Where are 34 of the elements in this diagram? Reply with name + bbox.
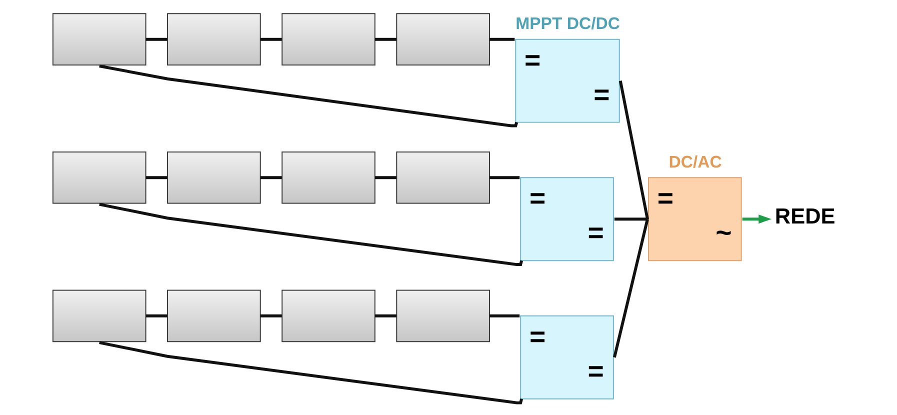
connector (146, 38, 168, 41)
connector (146, 314, 168, 318)
connector (618, 80, 649, 220)
node-box (52, 151, 146, 204)
connector (614, 218, 648, 221)
node-label: MPPT DC/DC (516, 14, 620, 34)
connector (374, 314, 396, 318)
node-box (282, 290, 376, 342)
connector (260, 314, 282, 318)
node-box (52, 290, 146, 342)
node-box (52, 13, 146, 66)
node-label: DC/AC (668, 152, 722, 172)
connector (260, 176, 282, 180)
connector (374, 176, 396, 180)
node-box (167, 290, 261, 342)
node-box (396, 13, 490, 66)
node-box (282, 151, 376, 204)
node-text: REDE (774, 204, 836, 229)
node-box (396, 290, 490, 342)
connector (260, 38, 282, 41)
node-box (167, 151, 261, 204)
connector (489, 38, 515, 41)
arrow (742, 214, 772, 224)
connector (146, 176, 168, 180)
connector (99, 341, 523, 404)
connector (99, 64, 518, 128)
connector (489, 176, 520, 180)
connector (99, 202, 523, 266)
node-box (396, 151, 490, 204)
connector (489, 314, 520, 318)
node-box (282, 13, 376, 66)
node-box (167, 13, 261, 66)
connector (374, 38, 396, 41)
connector (612, 218, 649, 358)
